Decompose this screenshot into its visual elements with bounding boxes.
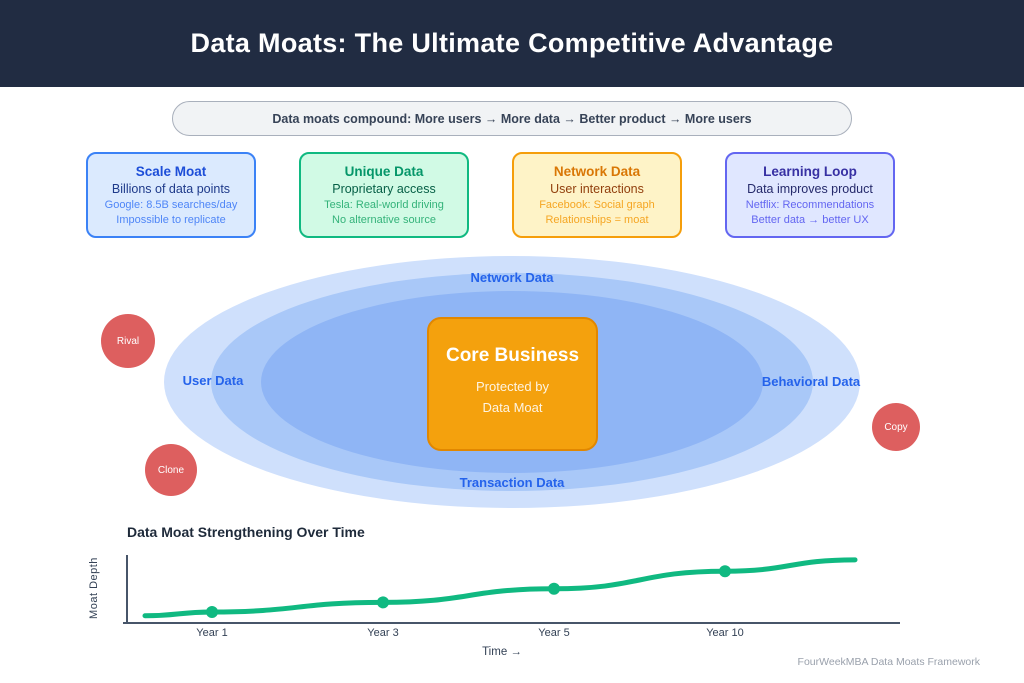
card-example: Facebook: Social graph [539,199,655,211]
chart-x-axis-line [123,622,900,624]
card-title: Unique Data [344,164,424,179]
compound-banner-text: Data moats compound: More users → More d… [272,111,752,126]
ring-label-behavioral-data: Behavioral Data [761,374,861,389]
card-learning-loop: Learning Loop Data improves product Netf… [725,152,895,238]
chart-x-axis-label: Time → [482,646,522,658]
core-business-box: Core Business Protected by Data Moat [427,317,598,451]
card-note: Relationships = moat [545,214,649,226]
chart-tick-year-10: Year 10 [706,627,744,639]
card-description: Proprietary access [332,182,436,196]
card-description: Billions of data points [111,182,231,196]
chart-y-axis-line [126,555,128,623]
card-title: Learning Loop [763,164,857,179]
card-description: User interactions [550,182,644,196]
card-network-data: Network Data User interactions Facebook:… [512,152,682,238]
card-note: No alternative source [332,214,436,226]
card-unique-data: Unique Data Proprietary access Tesla: Re… [299,152,469,238]
ring-label-network-data: Network Data [470,270,554,285]
ring-label-transaction-data: Transaction Data [459,475,565,490]
card-example: Netflix: Recommendations [745,199,875,211]
card-note: Better data → better UX [751,214,869,226]
header: Data Moats: The Ultimate Competitive Adv… [0,0,1024,87]
ring-label-user-data: User Data [182,373,244,388]
card-example: Google: 8.5B searches/day [104,199,238,211]
core-business-title: Core Business [445,345,580,366]
chart-tick-year-5: Year 5 [538,627,570,639]
chart-tick-year-3: Year 3 [367,627,399,639]
chart-title: Data Moat Strengthening Over Time [127,524,365,540]
threat-circle-copy: Copy [872,403,920,451]
card-title: Network Data [553,164,641,179]
core-business-subtitle: Protected by Data Moat [476,379,549,415]
card-description: Data improves product [747,182,873,196]
card-note: Impossible to replicate [116,214,226,226]
compound-banner: Data moats compound: More users → More d… [172,101,852,136]
card-example: Tesla: Real-world driving [324,199,444,211]
card-title: Scale Moat [135,164,207,179]
threat-circle-rival: Rival [101,314,155,368]
chart-line-plot [142,557,858,619]
threat-circle-clone: Clone [145,444,197,496]
page-title: Data Moats: The Ultimate Competitive Adv… [190,28,834,58]
credit-text: FourWeekMBA Data Moats Framework [797,656,980,668]
card-scale-moat: Scale Moat Billions of data points Googl… [86,152,256,238]
chart-tick-year-1: Year 1 [196,627,228,639]
